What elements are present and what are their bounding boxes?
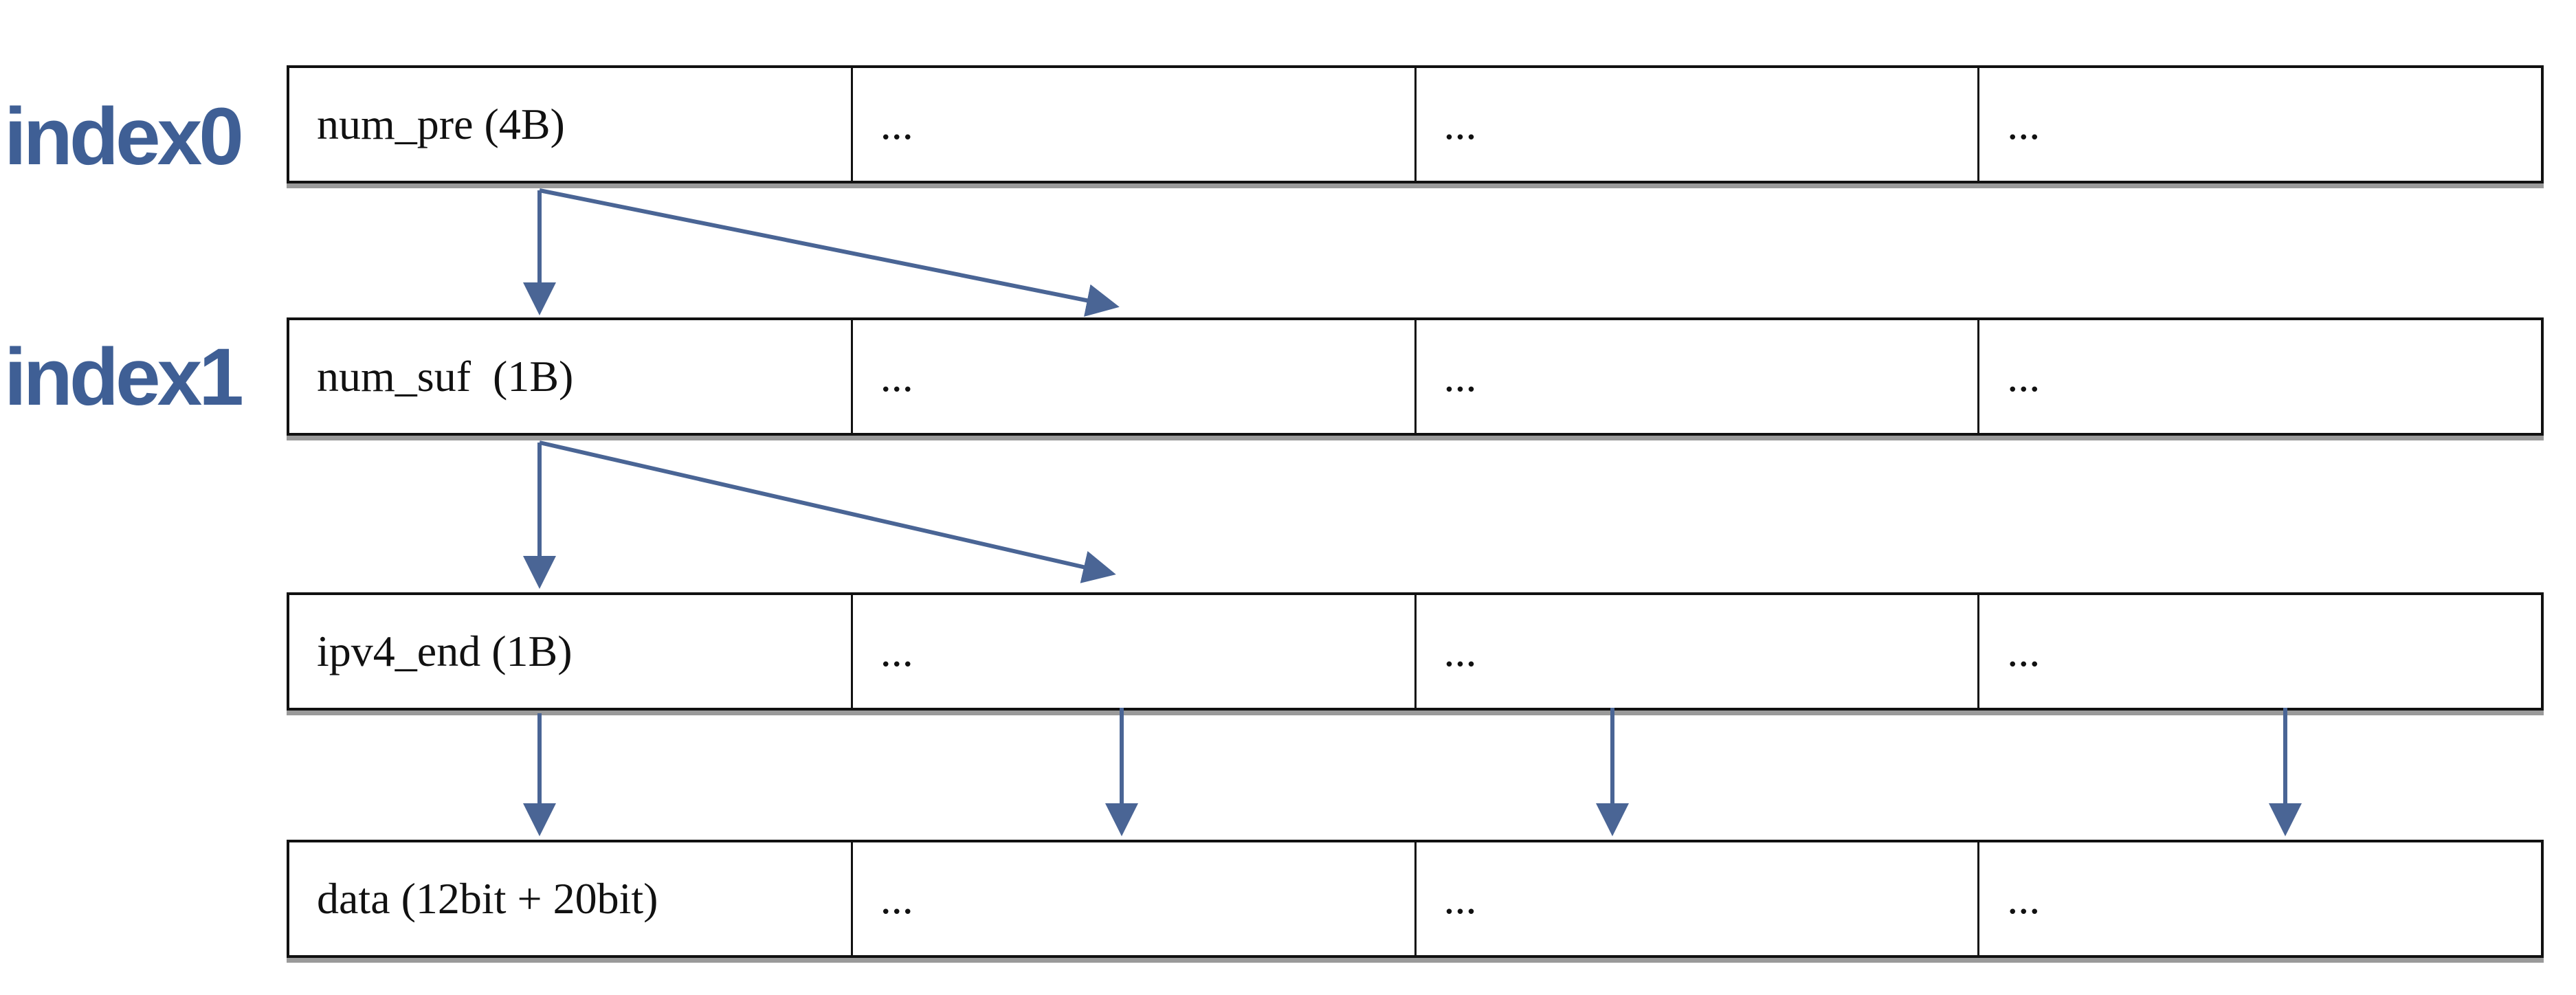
row-ipv4-end: ipv4_end (1B) ... ... ... — [287, 592, 2544, 711]
cell-ellipsis: ... — [1977, 320, 2541, 433]
index0-label: index0 — [4, 91, 244, 182]
cell-ellipsis: ... — [850, 842, 1414, 955]
cell-num-pre: num_pre (4B) — [317, 100, 565, 148]
cell-ellipsis: ... — [1977, 595, 2541, 708]
arrow-diagonal-index0 — [539, 188, 1120, 317]
row-num-suf: num_suf (1B) ... ... ... — [287, 317, 2544, 436]
cell-ellipsis: ... — [1977, 68, 2541, 181]
cell-data: data (12bit + 20bit) — [317, 874, 658, 923]
cell-ellipsis: ... — [850, 595, 1414, 708]
cell-ellipsis: ... — [1414, 842, 1978, 955]
cell-ipv4-end: ipv4_end (1B) — [317, 627, 573, 675]
arrow-diagonal-index1 — [539, 440, 1116, 583]
cell-ellipsis: ... — [850, 320, 1414, 433]
row-data: data (12bit + 20bit) ... ... ... — [287, 840, 2544, 958]
cell-ellipsis: ... — [1414, 320, 1978, 433]
cell-ellipsis: ... — [1977, 842, 2541, 955]
cell-ellipsis: ... — [1414, 595, 1978, 708]
cell-ellipsis: ... — [850, 68, 1414, 181]
cell-ellipsis: ... — [1414, 68, 1978, 181]
row-num-pre: num_pre (4B) ... ... ... — [287, 65, 2544, 183]
cell-num-suf: num_suf (1B) — [317, 352, 574, 401]
index1-label: index1 — [4, 332, 244, 423]
